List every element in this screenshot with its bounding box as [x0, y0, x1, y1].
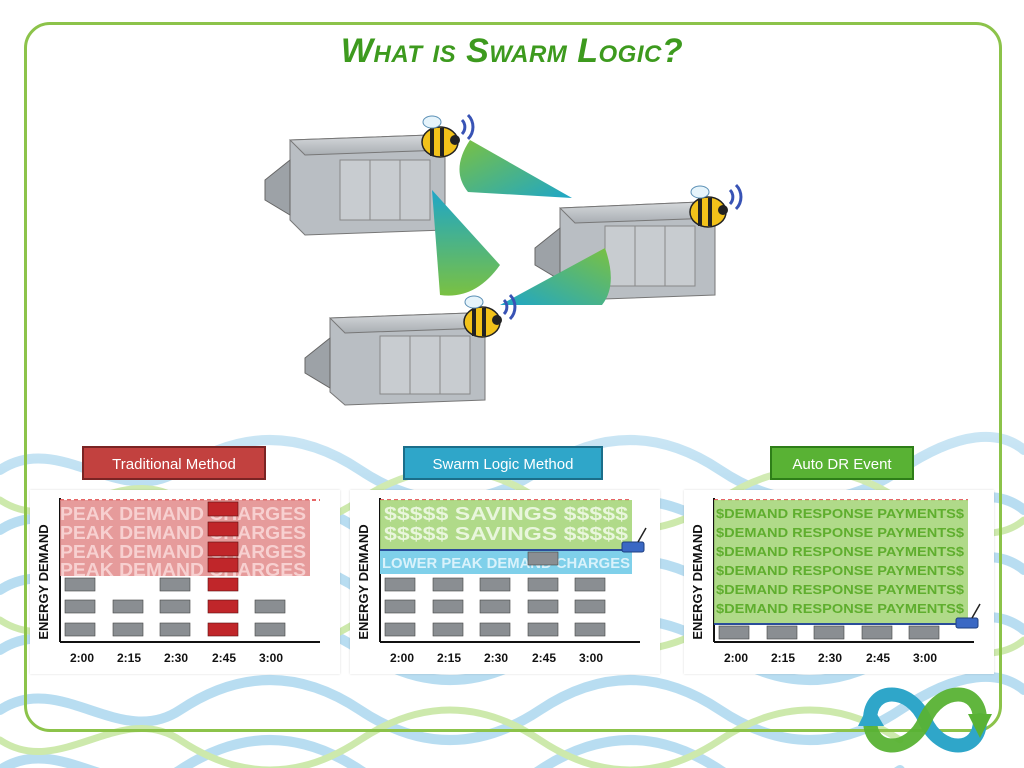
- slide-frame: [24, 22, 1002, 732]
- dr-payments-text: $DEMAND RESPONSE PAYMENTS$: [716, 601, 965, 616]
- time-tick: 2:15: [437, 651, 461, 665]
- dr-payments-text: $DEMAND RESPONSE PAYMENTS$: [716, 525, 965, 540]
- signal-beam-1: [459, 140, 572, 198]
- bee-icon: [421, 113, 475, 158]
- peak-demand-text: PEAK DEMAND CHARGES: [60, 504, 306, 524]
- time-tick: 3:00: [579, 651, 603, 665]
- dr-payments-text: $DEMAND RESPONSE PAYMENTS$: [716, 506, 965, 521]
- time-tick: 2:45: [532, 651, 556, 665]
- time-tick: 2:30: [164, 651, 188, 665]
- time-tick: 2:00: [390, 651, 414, 665]
- dr-payments-text: $DEMAND RESPONSE PAYMENTS$: [716, 563, 965, 578]
- auto-dr-demand-chart: ENERGY DEMAND $DEMAND RESPONSE PAYMENTS$…: [684, 490, 994, 674]
- y-axis-label: ENERGY DEMAND: [356, 524, 371, 639]
- signal-beam-2: [432, 190, 500, 296]
- active-unit-blocks-icon: [207, 501, 239, 637]
- bee-icon: [463, 293, 517, 338]
- controller-icon: [955, 603, 981, 629]
- bee-icon: [689, 183, 743, 228]
- unit-blocks-icon: [64, 577, 286, 637]
- time-tick: 2:45: [866, 651, 890, 665]
- unit-blocks-icon: [718, 625, 940, 640]
- time-tick: 2:00: [724, 651, 748, 665]
- lower-peak-text: LOWER PEAK DEMAND CHARGES: [382, 555, 630, 572]
- peak-demand-text: PEAK DEMAND CHARGES: [60, 523, 306, 543]
- swarm-demand-chart: ENERGY DEMAND $$$$$ SAVINGS $$$$$ $$$$$ …: [350, 490, 660, 674]
- savings-text: $$$$$ SAVINGS $$$$$: [384, 504, 628, 524]
- time-tick: 3:00: [913, 651, 937, 665]
- peak-demand-text: PEAK DEMAND CHARGES: [60, 542, 306, 562]
- time-tick: 2:15: [771, 651, 795, 665]
- peak-demand-text: PEAK DEMAND CHARGES: [60, 560, 306, 580]
- rooftop-unit-2-icon: [534, 201, 717, 301]
- slide-title: What is Swarm Logic?: [340, 32, 684, 70]
- rooftop-unit-3-icon: [304, 312, 487, 406]
- y-axis-label: ENERGY DEMAND: [36, 524, 51, 639]
- rooftop-unit-1-icon: [264, 134, 447, 236]
- time-tick: 2:30: [818, 651, 842, 665]
- auto-dr-event-label: Auto DR Event: [770, 446, 914, 480]
- cycle-arrows-logo-icon: [858, 687, 992, 753]
- controller-icon: [621, 527, 647, 553]
- time-tick: 2:15: [117, 651, 141, 665]
- dr-payments-text: $DEMAND RESPONSE PAYMENTS$: [716, 582, 965, 597]
- traditional-method-label: Traditional Method: [82, 446, 266, 480]
- time-tick: 2:30: [484, 651, 508, 665]
- swarm-method-label: Swarm Logic Method: [403, 446, 603, 480]
- unit-blocks-icon: [384, 551, 606, 637]
- time-tick: 2:00: [70, 651, 94, 665]
- time-tick: 2:45: [212, 651, 236, 665]
- dr-payments-text: $DEMAND RESPONSE PAYMENTS$: [716, 544, 965, 559]
- savings-text: $$$$$ SAVINGS $$$$$: [384, 524, 628, 544]
- rooftop-units-illustration: [264, 113, 743, 406]
- time-tick: 3:00: [259, 651, 283, 665]
- y-axis-label: ENERGY DEMAND: [690, 524, 705, 639]
- traditional-demand-chart: ENERGY DEMAND PEAK DEMAND CHARGES PEAK D…: [30, 490, 340, 674]
- signal-beam-3: [500, 248, 611, 305]
